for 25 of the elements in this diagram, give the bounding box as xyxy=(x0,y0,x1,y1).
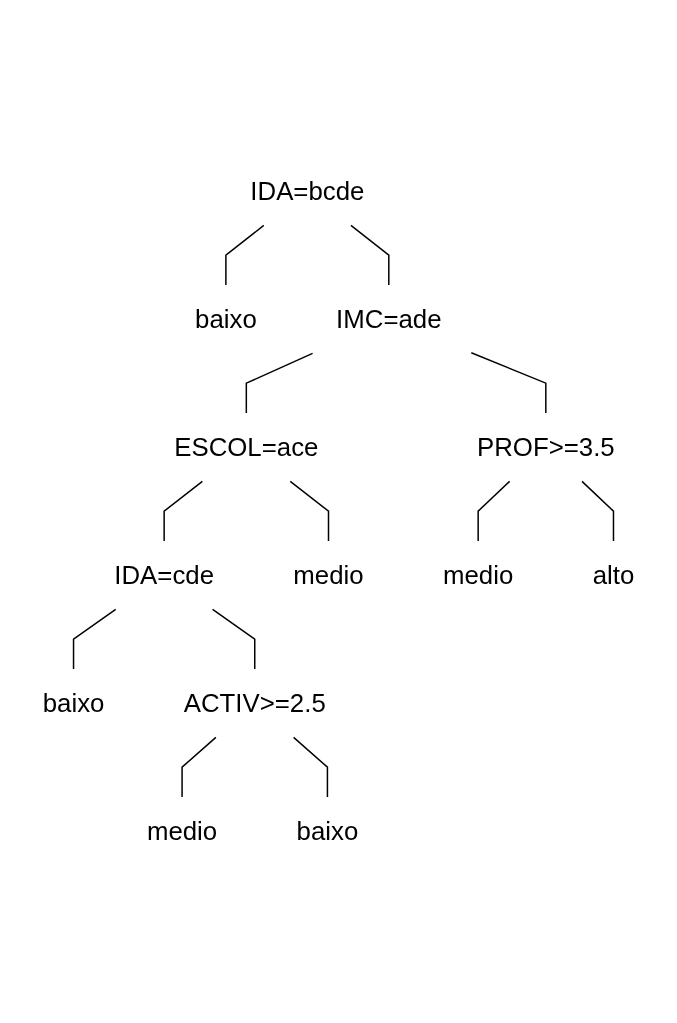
node-text: medio xyxy=(293,560,364,590)
connector xyxy=(245,353,314,414)
connector xyxy=(225,225,265,286)
node-text: medio xyxy=(146,816,218,846)
connector xyxy=(72,609,117,670)
node-text: baixo xyxy=(42,688,105,718)
connector xyxy=(581,481,615,542)
connector xyxy=(350,225,390,286)
node-text: IDA=bcde xyxy=(250,176,365,206)
node-text: ESCOL=ace xyxy=(174,432,319,462)
node-text: PROF>=3.5 xyxy=(476,432,615,462)
connector xyxy=(477,481,511,542)
connector xyxy=(289,481,330,542)
node-text: medio xyxy=(443,560,514,590)
node-text: IDA=cde xyxy=(114,560,214,590)
node-text: IMC=ade xyxy=(336,304,442,334)
node-text: baixo xyxy=(296,816,359,846)
node-text: alto xyxy=(592,560,635,590)
node-text: ACTIV>=2.5 xyxy=(183,688,326,718)
connector xyxy=(181,737,217,798)
node-text: baixo xyxy=(195,304,257,334)
connector xyxy=(470,352,547,414)
connector xyxy=(211,609,256,670)
connector xyxy=(292,737,329,798)
connector xyxy=(163,481,204,542)
